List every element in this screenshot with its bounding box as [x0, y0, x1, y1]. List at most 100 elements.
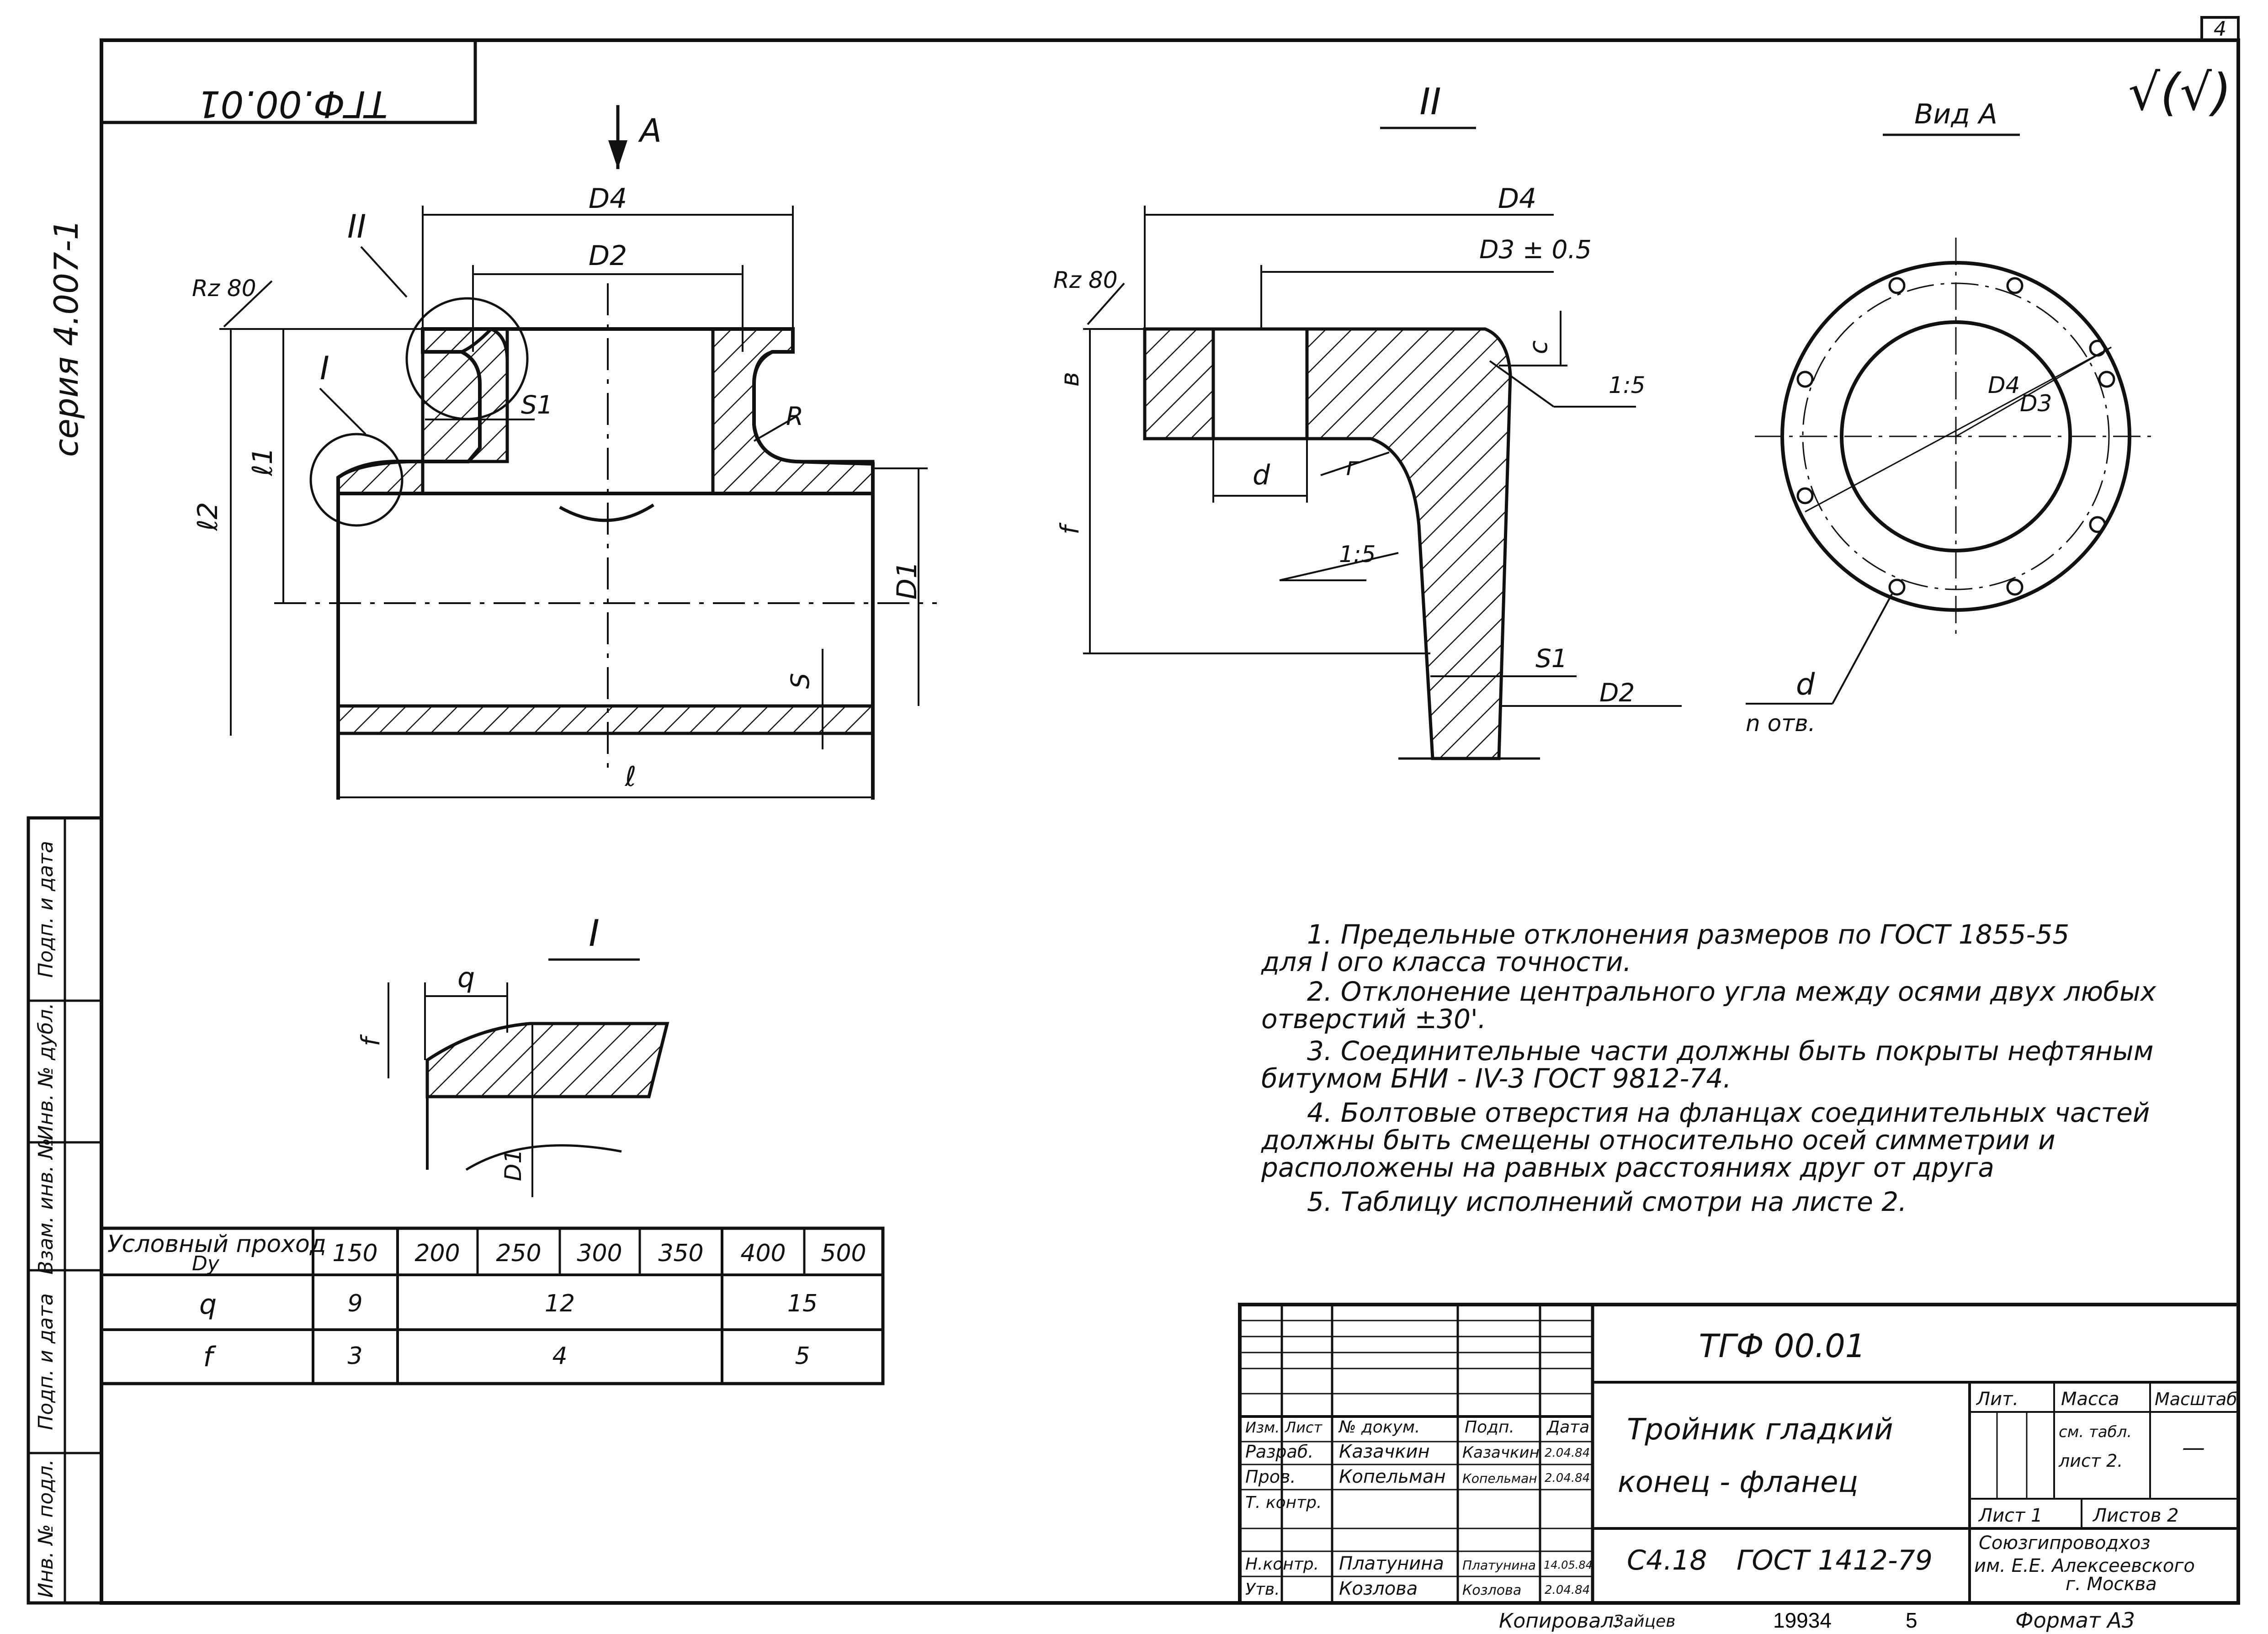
view-a-title: Вид А — [1914, 98, 1997, 130]
mark-II: II — [347, 208, 366, 245]
series-label: серия 4.007-1 — [47, 219, 85, 457]
archive-number: 19934 — [1773, 1608, 1832, 1632]
tb-role-2: Пров. — [1245, 1467, 1296, 1487]
roughness-main: Rz 80 — [192, 275, 256, 302]
table-header: Условный проход — [107, 1231, 326, 1258]
sheet-number: 4 — [2214, 17, 2226, 41]
note-line-3: 2. Отклонение центрального угла между ос… — [1307, 976, 2156, 1007]
tb-sign-4: Платунина — [1462, 1558, 1536, 1573]
corner-code: ТГФ.00.01 — [197, 83, 388, 125]
detail-dim-D4: D4 — [1498, 183, 1536, 215]
tb-org-3: г. Москва — [2066, 1574, 2157, 1595]
title-block: Изм. Лист № докум. Подп. Дата Разраб. Ка… — [1238, 1303, 2240, 1605]
tb-mass-value-1: см. табл. — [2059, 1423, 2132, 1441]
dim-s: S — [786, 673, 815, 689]
row-q-200-350: 12 — [545, 1290, 575, 1317]
dim-l: ℓ — [625, 761, 637, 793]
detail-dim-b: в — [1055, 372, 1084, 387]
tb-col-sign: Подп. — [1465, 1418, 1514, 1437]
tb-name-4: Платунина — [1339, 1553, 1444, 1574]
col-300: 300 — [577, 1240, 622, 1267]
dim-R: R — [786, 402, 803, 431]
dim-D4: D4 — [589, 183, 627, 215]
tb-mass-label: Масса — [2061, 1389, 2119, 1410]
tb-standard-left: С4.18 — [1627, 1544, 1707, 1576]
view-a-D3: D3 — [2020, 390, 2052, 417]
row-f-label: f — [203, 1341, 216, 1373]
note-line-1: 1. Предельные отклонения размеров по ГОС… — [1307, 919, 2069, 950]
mark-I: I — [320, 350, 329, 387]
tb-name-5: Козлова — [1339, 1578, 1418, 1599]
tb-role-4: Н.контр. — [1245, 1555, 1319, 1574]
tb-sign-5: Козлова — [1462, 1582, 1521, 1598]
bottom-line: Копировал: Зайцев 19934 5 Формат А3 — [1499, 1608, 2135, 1633]
detail-dim-D3: D3 ± 0.5 — [1479, 235, 1592, 264]
corner-code-box: ТГФ.00.01 — [101, 40, 477, 125]
tb-date-5: 2.04.84 — [1545, 1583, 1590, 1597]
note-line-9: расположены на равных расстояниях друг о… — [1261, 1152, 1994, 1183]
row-q-150: 9 — [347, 1290, 362, 1317]
col-250: 250 — [496, 1240, 541, 1267]
note-line-5: 3. Соединительные части должны быть покр… — [1307, 1035, 2153, 1066]
detail-slope-1: 1:5 — [1609, 372, 1645, 398]
detail-I-mark: I — [589, 912, 600, 955]
tb-scale-value: — — [2182, 1434, 2205, 1461]
dim-l1: ℓ1 — [247, 447, 279, 477]
detail-II: II D4 D3 ± 0.5 Rz 80 в f с 1:5 d г — [1053, 80, 1682, 760]
note-line-10: 5. Таблицу исполнений смотри на листе 2. — [1307, 1186, 1907, 1217]
detail-dim-c: с — [1524, 340, 1553, 354]
tb-code: ТГФ 00.01 — [1699, 1327, 1866, 1365]
dim-s1: S1 — [521, 390, 553, 419]
view-a-d: d — [1796, 668, 1815, 702]
left-strip: Подп. и дата Инв. № дубл. Взам. инв. № П… — [27, 816, 103, 1605]
tb-org-1: Союзгипроводхоз — [1979, 1533, 2151, 1554]
tb-col-izm: Изм. — [1245, 1419, 1280, 1436]
size-table: Условный проход Dy 150 200 250 300 350 4… — [100, 1226, 885, 1385]
strip-label-1: Подп. и дата — [34, 841, 58, 978]
tb-lit-label: Лит. — [1976, 1389, 2018, 1410]
dim-D2: D2 — [589, 240, 627, 272]
tb-name-1: Казачкин — [1339, 1441, 1430, 1462]
main-tee-view: А II I D4 D2 Rz 80 — [192, 105, 937, 800]
detail-roughness: Rz 80 — [1053, 267, 1118, 293]
tb-sheet: Лист 1 — [1978, 1505, 2043, 1526]
strip-label-2: Инв. № дубл. — [34, 1003, 58, 1140]
view-a: Вид А D4 D3 d n отв. — [1746, 98, 2157, 737]
dim-D1: D1 — [891, 561, 923, 599]
strip-label-5: Инв. № подл. — [34, 1459, 58, 1598]
note-line-2: для I ого класса точности. — [1261, 946, 1631, 977]
detail-dim-d: d — [1253, 459, 1270, 491]
row-f-150: 3 — [347, 1342, 362, 1370]
note-line-7: 4. Болтовые отверстия на фланцах соедини… — [1307, 1097, 2150, 1128]
note-line-4: отверстий ±30'. — [1261, 1003, 1486, 1035]
tb-role-5: Утв. — [1245, 1580, 1280, 1599]
col-500: 500 — [821, 1240, 866, 1267]
detail-dim-D2: D2 — [1599, 678, 1635, 707]
tb-sheets: Листов 2 — [2092, 1505, 2179, 1526]
tb-date-2: 2.04.84 — [1545, 1471, 1590, 1485]
view-a-D4: D4 — [1988, 372, 2020, 398]
arrow-a-label: А — [638, 112, 662, 149]
tb-col-list: Лист — [1285, 1419, 1323, 1436]
notes: 1. Предельные отклонения размеров по ГОС… — [1261, 919, 2156, 1217]
copied-sign: Зайцев — [1613, 1612, 1675, 1631]
tb-org-2: им. Е.Е. Алексеевского — [1974, 1555, 2195, 1576]
view-a-holes: n отв. — [1746, 710, 1816, 737]
detail-dim-f: f — [1055, 522, 1084, 535]
tb-standard-right: ГОСТ 1412-79 — [1737, 1544, 1933, 1576]
row-q-label: q — [199, 1289, 217, 1321]
strip-label-4: Подп. и дата — [34, 1293, 58, 1430]
tb-role-1: Разраб. — [1245, 1442, 1313, 1462]
tb-name-line1: Тройник гладкий — [1627, 1413, 1893, 1447]
col-200: 200 — [414, 1240, 460, 1267]
tb-name-line2: конец - фланец — [1618, 1465, 1858, 1499]
col-400: 400 — [740, 1240, 786, 1267]
detail-dim-s1: S1 — [1535, 644, 1567, 673]
note-line-8: должны быть смещены относительно осей си… — [1261, 1125, 2056, 1156]
detail-I-f: f — [356, 1034, 385, 1046]
strip-label-3: Взам. инв. № — [34, 1138, 58, 1275]
page-number: 5 — [1906, 1608, 1917, 1632]
row-f-400-500: 5 — [795, 1342, 810, 1370]
tb-date-4: 14.05.84 — [1544, 1559, 1593, 1571]
